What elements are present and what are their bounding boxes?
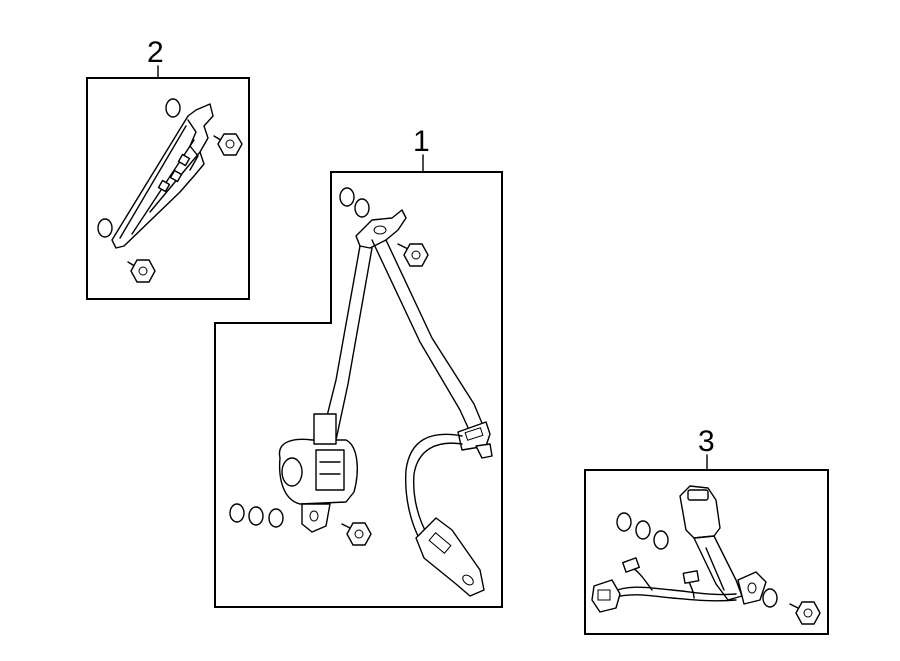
bolt <box>213 133 243 156</box>
callout-1: 1 <box>413 125 430 158</box>
buckle-anchor <box>737 571 767 605</box>
callout-3: 3 <box>698 425 715 458</box>
washer <box>268 508 284 528</box>
bolt <box>789 601 821 625</box>
bolt <box>127 259 156 283</box>
callout-2: 2 <box>147 36 164 69</box>
part-1-group: 1 <box>214 125 503 608</box>
washer <box>339 187 355 207</box>
belt-tongue <box>457 421 493 459</box>
part-3-group: 3 <box>584 425 829 635</box>
washer <box>762 588 778 608</box>
anchor-cover-bracket <box>111 103 214 249</box>
lower-anchor-plate <box>415 517 485 597</box>
part-1-box <box>214 171 503 608</box>
washer <box>354 198 370 218</box>
bolt <box>397 243 429 267</box>
bolt <box>341 522 372 546</box>
harness-connector <box>591 579 621 613</box>
buckle <box>679 485 743 601</box>
washer <box>616 512 632 532</box>
retractor <box>278 413 358 533</box>
lap-webbing <box>404 433 463 541</box>
washer <box>248 506 264 526</box>
washer <box>165 98 181 118</box>
upper-anchor <box>355 209 407 249</box>
washer <box>229 503 245 523</box>
wiring-harness <box>611 557 737 602</box>
washer <box>97 218 113 238</box>
washer <box>635 520 651 540</box>
part-2-group: 2 <box>86 36 250 300</box>
washer <box>653 530 669 550</box>
